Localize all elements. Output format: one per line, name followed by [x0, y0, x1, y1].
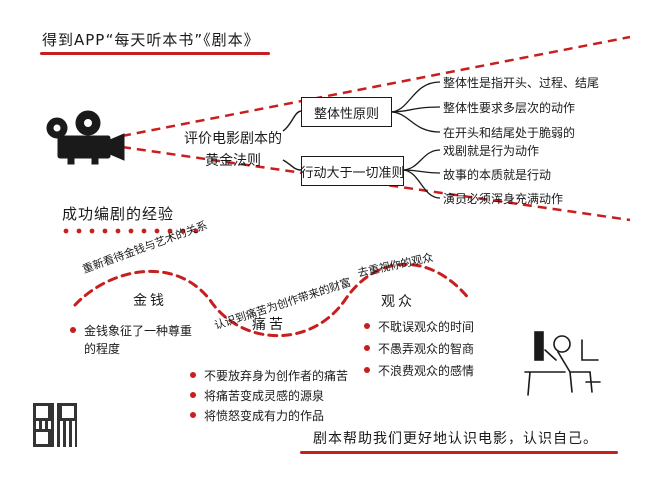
- experience-title: 成功编剧的经验: [62, 205, 175, 223]
- footer-text: 剧本帮助我们更好地认识电影，认识自己。: [313, 431, 598, 447]
- money-item-2: 的程度: [84, 342, 121, 356]
- box-integrity-label: 整体性原则: [313, 106, 379, 122]
- footer-underline: [300, 451, 618, 454]
- node-money: 金钱: [133, 293, 167, 309]
- integrity-detail-2: 整体性要求多层次的动作: [443, 101, 576, 115]
- integrity-detail-3: 在开头和结尾处于脆弱的: [443, 126, 576, 140]
- pain-item-2: 将痛苦变成灵感的源泉: [190, 387, 324, 404]
- qr-code-icon: [33, 403, 77, 447]
- audience-item-1: 不耽误观众的时间: [364, 318, 474, 335]
- action-detail-3: 演员必须浑身充满动作: [443, 192, 564, 206]
- beam-top: [121, 35, 631, 138]
- audience-item-3: 不浪费观众的感情: [364, 362, 474, 379]
- pain-item-1: 不要放弃身为创作者的痛苦: [190, 367, 348, 384]
- header-title: 得到APP“每天听本书”《剧本》: [42, 31, 260, 49]
- bullet-dot: [190, 412, 196, 418]
- action-detail-1: 戏剧就是行为动作: [443, 144, 540, 158]
- box-action-label: 行动大于一切准则: [300, 165, 405, 181]
- header-underline: [40, 52, 270, 55]
- bullet-dot: [364, 367, 370, 373]
- audience-item-2: 不愚弄观众的智商: [364, 340, 474, 357]
- node-pain: 痛苦: [252, 317, 286, 333]
- bullet-dot: [364, 345, 370, 351]
- action-detail-2: 故事的本质就是行动: [443, 168, 552, 182]
- film-camera-icon: [46, 110, 125, 165]
- person-reading-icon: [524, 331, 601, 396]
- bullet-dot: [364, 323, 370, 329]
- money-item-1: 金钱象征了一种尊重: [70, 322, 192, 339]
- bullet-dot: [190, 392, 196, 398]
- box-action-rule: 行动大于一切准则: [300, 156, 405, 186]
- wave-curve: [73, 262, 472, 338]
- section-underline-dots: [63, 228, 199, 234]
- node-audience: 观众: [381, 294, 415, 310]
- bullet-dot: [190, 372, 196, 378]
- box-integrity-principle: 整体性原则: [301, 97, 392, 127]
- pain-item-3: 将愤怒变成有力的作品: [190, 407, 324, 424]
- link-box1: [282, 110, 302, 132]
- link-box2: [282, 159, 302, 171]
- golden-rules-label: 评价电影剧本的黄金法则: [184, 131, 282, 169]
- integrity-detail-1: 整体性是指开头、过程、结尾: [443, 76, 600, 90]
- bullet-dot: [70, 327, 76, 333]
